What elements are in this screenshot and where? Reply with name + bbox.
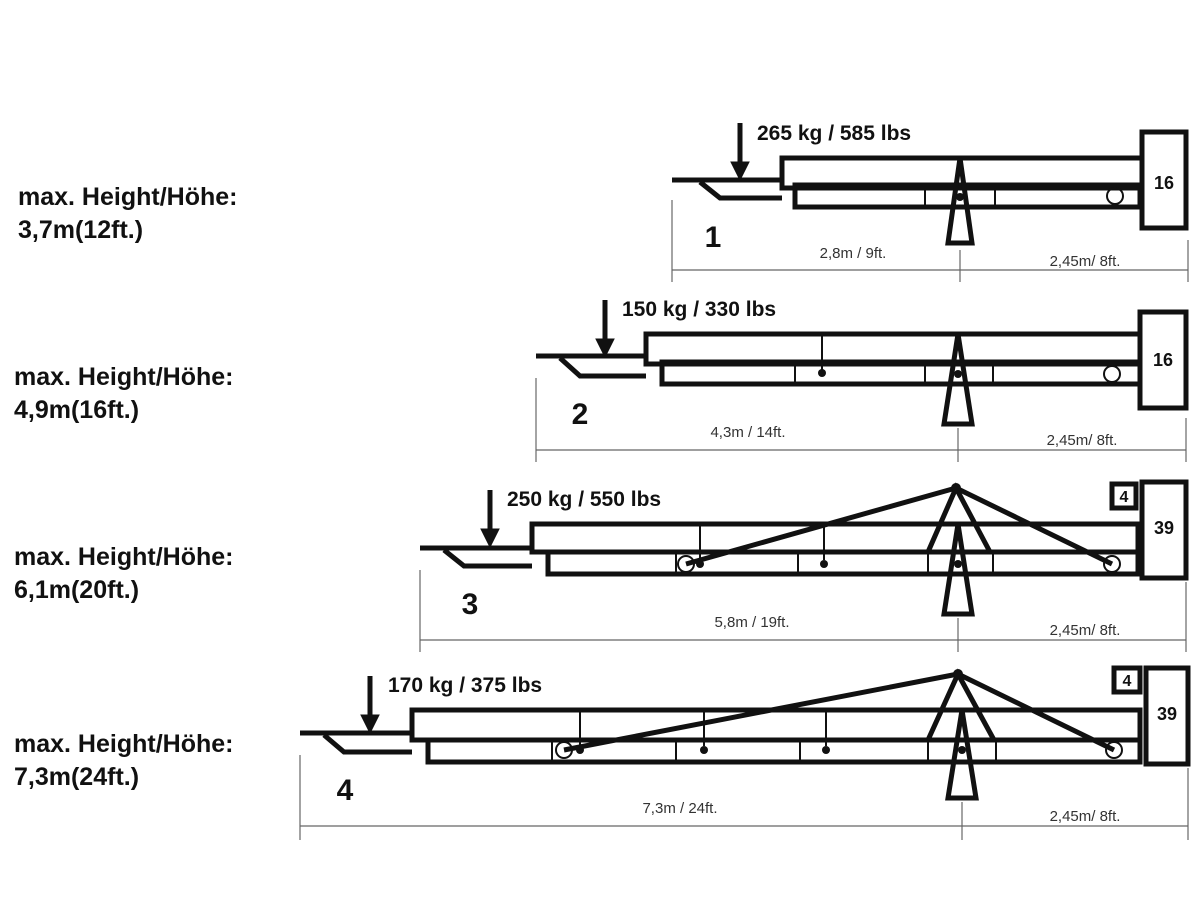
max-height-label: max. Height/Höhe: — [14, 363, 233, 391]
configuration-number: 2 — [572, 398, 589, 431]
max-height-value: 3,7m(12ft.) — [18, 216, 143, 244]
load-arrow — [360, 676, 380, 735]
counterweight-block — [1139, 479, 1189, 581]
configuration-2: max. Height/Höhe: 4,9m(16ft.) 150 kg / 3… — [14, 298, 1189, 462]
front-stay-cable — [685, 485, 957, 567]
counterweight-block — [1143, 665, 1191, 767]
configuration-number: 1 — [705, 221, 722, 254]
reach-dimension-label: 2,8m / 9ft. — [820, 245, 887, 262]
hanger-pin — [822, 746, 830, 754]
pivot-pin — [954, 560, 962, 568]
pivot-pin — [956, 193, 964, 201]
dimension-lines — [419, 570, 1187, 652]
configuration-number: 4 — [337, 774, 354, 807]
configuration-number: 3 — [462, 588, 479, 621]
pivot-pin — [954, 370, 962, 378]
reach-dimension-label: 5,8m / 19ft. — [714, 614, 789, 631]
configuration-1: max. Height/Höhe: 3,7m(12ft.) 265 kg / 5… — [18, 122, 1189, 282]
upper-beam — [529, 521, 1141, 555]
lower-beam — [425, 737, 1143, 765]
hanger-pin — [700, 746, 708, 754]
front-stay-cable — [563, 671, 959, 753]
counterweight-label: 16 — [1154, 173, 1174, 193]
lower-beam — [545, 549, 1141, 577]
configuration-4: max. Height/Höhe: 7,3m(24ft.) — [14, 665, 1191, 840]
hanger-pin — [820, 560, 828, 568]
max-height-label: max. Height/Höhe: — [14, 543, 233, 571]
rear-stay-cable — [954, 485, 1114, 567]
counter-dimension-label: 2,45m/ 8ft. — [1050, 622, 1121, 639]
extra-weight-block — [1111, 665, 1143, 695]
dimension-lines — [299, 755, 1189, 840]
hook-tip — [536, 353, 646, 379]
reach-dimension-label: 7,3m / 24ft. — [642, 800, 717, 817]
hanger-pin — [818, 369, 826, 377]
counterweight-label: 39 — [1157, 704, 1177, 724]
counter-dimension-label: 2,45m/ 8ft. — [1047, 432, 1118, 449]
extra-weight-label: 4 — [1123, 673, 1132, 690]
configuration-3: max. Height/Höhe: 6,1m(20ft.) — [14, 479, 1189, 652]
rear-stay-cable — [956, 671, 1116, 753]
extra-weight-label: 4 — [1120, 489, 1129, 506]
counter-dimension-label: 2,45m/ 8ft. — [1050, 253, 1121, 270]
load-capacity-label: 265 kg / 585 lbs — [757, 122, 911, 145]
counterweight-block — [1137, 309, 1189, 411]
boom-structure — [420, 482, 1141, 617]
counterweight-label: 39 — [1154, 518, 1174, 538]
pulley-wheel — [1106, 187, 1124, 205]
load-arrow — [595, 300, 615, 359]
max-height-label: max. Height/Höhe: — [18, 183, 237, 211]
counter-dimension-label: 2,45m/ 8ft. — [1050, 808, 1121, 825]
hook-tip — [672, 177, 782, 201]
boom-structure — [536, 331, 1143, 427]
max-height-value: 7,3m(24ft.) — [14, 763, 139, 791]
pulley-wheel — [1103, 555, 1121, 573]
load-capacity-label: 170 kg / 375 lbs — [388, 674, 542, 697]
max-height-value: 6,1m(20ft.) — [14, 576, 139, 604]
load-arrow — [730, 123, 750, 182]
counterweight-block — [1139, 129, 1189, 231]
mast — [945, 157, 975, 246]
hook-tip — [300, 730, 412, 755]
upper-beam — [409, 707, 1143, 743]
reach-dimension-label: 4,3m / 14ft. — [710, 424, 785, 441]
load-capacity-label: 250 kg / 550 lbs — [507, 488, 661, 511]
tower-top-pin — [951, 483, 961, 493]
max-height-label: max. Height/Höhe: — [14, 730, 233, 758]
pivot-pin — [958, 746, 966, 754]
pulley-wheel — [1105, 741, 1123, 759]
counterweight-label: 16 — [1153, 350, 1173, 370]
load-capacity-label: 150 kg / 330 lbs — [622, 298, 776, 321]
tower-top-pin — [953, 669, 963, 679]
mast — [945, 709, 979, 801]
dimension-lines — [535, 378, 1187, 462]
mast — [941, 333, 975, 427]
hook-tip — [420, 545, 532, 569]
boom-structure — [300, 668, 1143, 801]
load-arrow — [480, 490, 500, 549]
max-height-value: 4,9m(16ft.) — [14, 396, 139, 424]
dimension-lines — [671, 200, 1189, 282]
extra-weight-block — [1109, 481, 1139, 511]
mast — [941, 523, 975, 617]
pulley-wheel — [1103, 365, 1121, 383]
